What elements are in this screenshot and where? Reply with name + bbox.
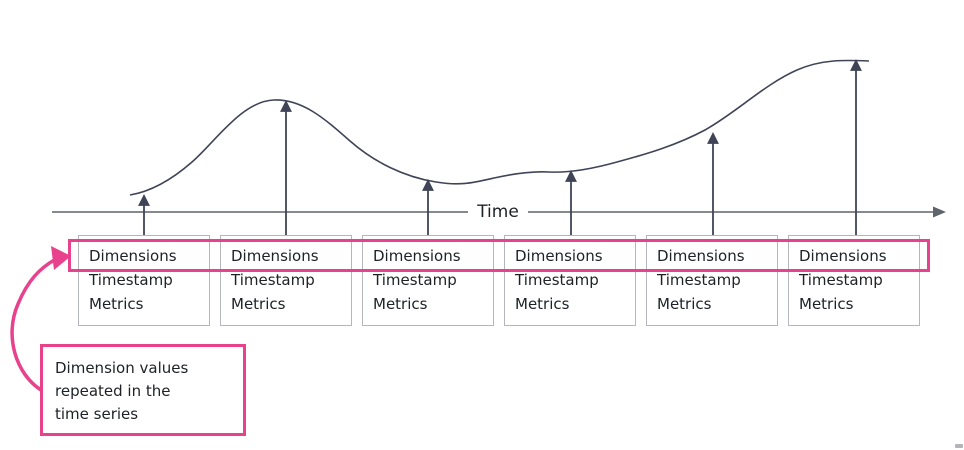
record-box: Dimensions Timestamp Metrics bbox=[220, 235, 352, 326]
record-timestamp-label: Timestamp bbox=[515, 271, 599, 289]
record-box: Dimensions Timestamp Metrics bbox=[504, 235, 636, 326]
callout-text-line: Dimension values bbox=[55, 359, 189, 377]
record-timestamp-label: Timestamp bbox=[89, 271, 173, 289]
callout-arrowhead-icon bbox=[51, 246, 71, 270]
up-arrow-icon bbox=[422, 178, 434, 235]
record-timestamp-label: Timestamp bbox=[657, 271, 741, 289]
record-dimensions-label: Dimensions bbox=[373, 247, 461, 265]
record-metrics-label: Metrics bbox=[515, 295, 570, 313]
record-metrics-label: Metrics bbox=[373, 295, 428, 313]
record-dimensions-label: Dimensions bbox=[657, 247, 745, 265]
record-box: Dimensions Timestamp Metrics bbox=[646, 235, 778, 326]
record-boxes-row: Dimensions Timestamp Metrics Dimensions … bbox=[78, 235, 920, 326]
callout-text-line: repeated in the bbox=[55, 382, 171, 400]
record-metrics-label: Metrics bbox=[799, 295, 854, 313]
time-axis-label: Time bbox=[470, 202, 526, 222]
record-dimensions-label: Dimensions bbox=[799, 247, 887, 265]
edge-artifact bbox=[955, 444, 963, 448]
callout-box: Dimension values repeated in the time se… bbox=[40, 344, 246, 436]
up-arrow-icon bbox=[565, 169, 577, 235]
record-dimensions-label: Dimensions bbox=[231, 247, 319, 265]
record-box: Dimensions Timestamp Metrics bbox=[788, 235, 920, 326]
up-arrow-icon bbox=[280, 99, 292, 235]
up-arrow-icon bbox=[707, 131, 719, 235]
up-arrow-icon bbox=[850, 58, 862, 235]
record-metrics-label: Metrics bbox=[89, 295, 144, 313]
record-timestamp-label: Timestamp bbox=[373, 271, 457, 289]
record-timestamp-label: Timestamp bbox=[231, 271, 315, 289]
time-axis-line bbox=[52, 206, 946, 218]
sample-arrows bbox=[138, 58, 862, 235]
callout-text-line: time series bbox=[55, 405, 139, 423]
record-metrics-label: Metrics bbox=[657, 295, 712, 313]
record-timestamp-label: Timestamp bbox=[799, 271, 883, 289]
record-dimensions-label: Dimensions bbox=[515, 247, 603, 265]
callout-arrow bbox=[10, 246, 71, 392]
up-arrow-icon bbox=[138, 193, 150, 235]
record-metrics-label: Metrics bbox=[231, 295, 286, 313]
record-dimensions-label: Dimensions bbox=[89, 247, 177, 265]
axis-right-arrow-icon bbox=[933, 206, 946, 218]
record-box: Dimensions Timestamp Metrics bbox=[362, 235, 494, 326]
timeseries-curve bbox=[129, 59, 870, 196]
record-box: Dimensions Timestamp Metrics bbox=[78, 235, 210, 326]
